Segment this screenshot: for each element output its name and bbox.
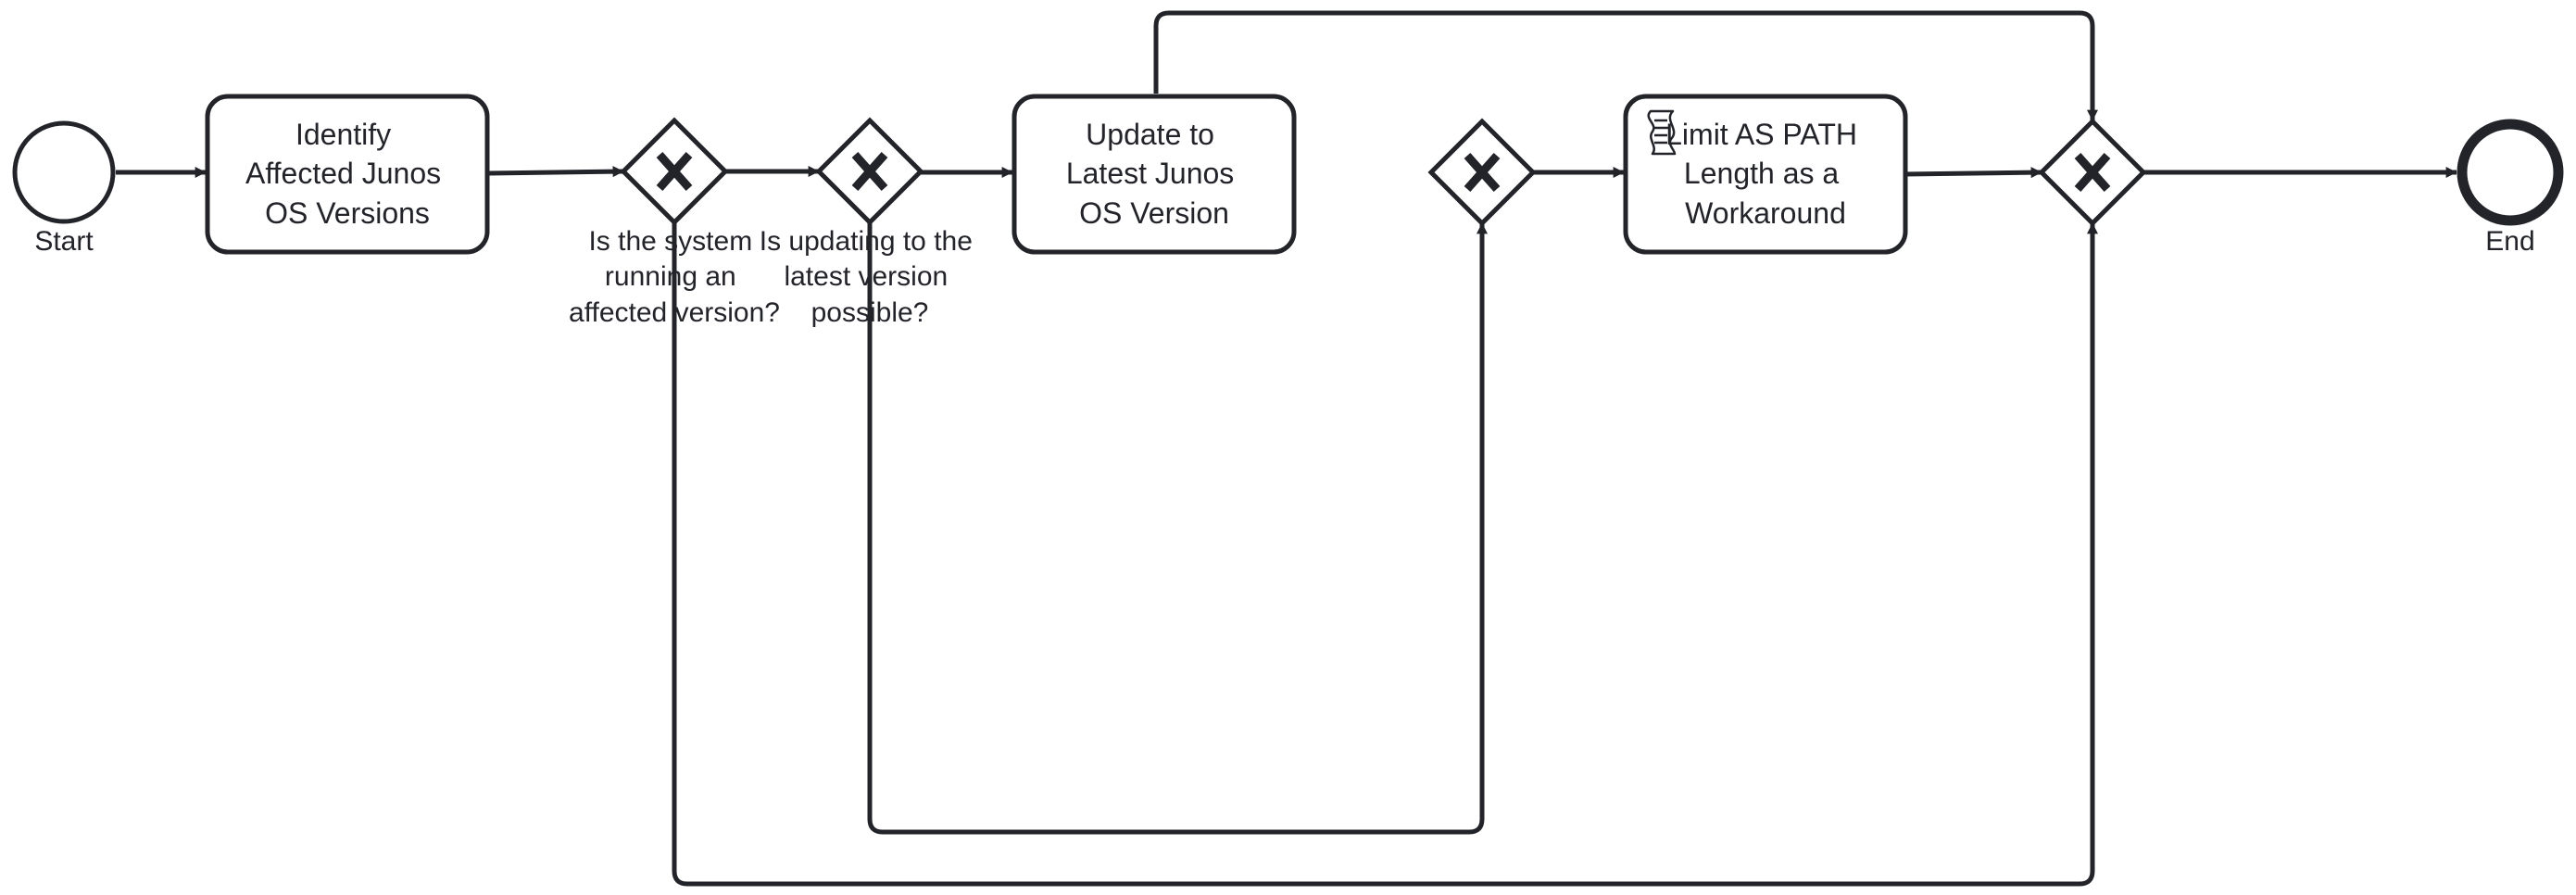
x-icon	[1464, 153, 1501, 192]
task-update-line-1: Update to	[1086, 118, 1214, 151]
task-update-line-3: OS Version	[1079, 196, 1229, 230]
task-limit-line-3: Workaround	[1685, 196, 1846, 230]
gw2-label-line-1: Is updating to the	[760, 226, 973, 257]
task-limit[interactable]: Limit AS PATH Length as a Workaround	[1623, 94, 1908, 255]
gw2-label-line-3: possible?	[811, 297, 929, 328]
gateway-affected-version[interactable]	[620, 117, 729, 226]
flow-update-to-gw4[interactable]	[1153, 10, 2098, 121]
svg-text:Update to Latest Junos: Update to Latest Junos OS Version	[1066, 118, 1242, 230]
gw1-label-line-2: running an	[605, 261, 736, 292]
gateway-merge-workaround[interactable]	[1427, 118, 1537, 227]
svg-text:Identify Affected Junos: Identify Affected Junos OS Versions	[245, 118, 449, 230]
start-event[interactable]	[12, 120, 116, 224]
gw1-label-line-1: Is the system	[588, 226, 752, 257]
gateway-update-possible[interactable]	[815, 117, 924, 226]
svg-text:Limit AS PATH Length as: Limit AS PATH Length as a Workaround	[1665, 118, 1866, 230]
x-icon	[2074, 153, 2111, 192]
x-icon	[656, 152, 693, 191]
task-identify-line-1: Identify	[295, 118, 391, 151]
task-limit-line-1: Limit AS PATH	[1665, 118, 1857, 151]
flow-gw2-to-gw3[interactable]	[867, 222, 1488, 835]
start-event-label: Start	[34, 226, 94, 257]
task-update[interactable]: Update to Latest Junos OS Version	[1012, 94, 1297, 255]
end-event[interactable]	[2457, 119, 2564, 226]
flow-identify-to-gw1[interactable]	[488, 166, 624, 178]
task-limit-line-2: Length as a	[1684, 157, 1839, 190]
flow-gw1-to-gw4[interactable]	[672, 222, 2098, 887]
task-identify-line-3: OS Versions	[265, 196, 430, 230]
gateway-update-possible-label: Is updating to the latest version possib…	[760, 226, 981, 328]
gw2-label-line-2: latest version	[784, 261, 948, 292]
gateway-merge-end[interactable]	[2038, 118, 2147, 227]
task-update-line-2: Latest Junos	[1066, 157, 1234, 190]
script-icon	[1647, 109, 1677, 156]
flow-limit-to-gw4[interactable]	[1904, 167, 2042, 179]
x-icon	[851, 152, 888, 191]
gw1-label-line-3: affected version?	[569, 297, 780, 328]
end-event-label: End	[2485, 226, 2534, 257]
task-identify-line-2: Affected Junos	[245, 157, 441, 190]
gateway-affected-version-label: Is the system running an affected versio…	[569, 226, 780, 328]
task-identify[interactable]: Identify Affected Junos OS Versions	[205, 94, 490, 255]
